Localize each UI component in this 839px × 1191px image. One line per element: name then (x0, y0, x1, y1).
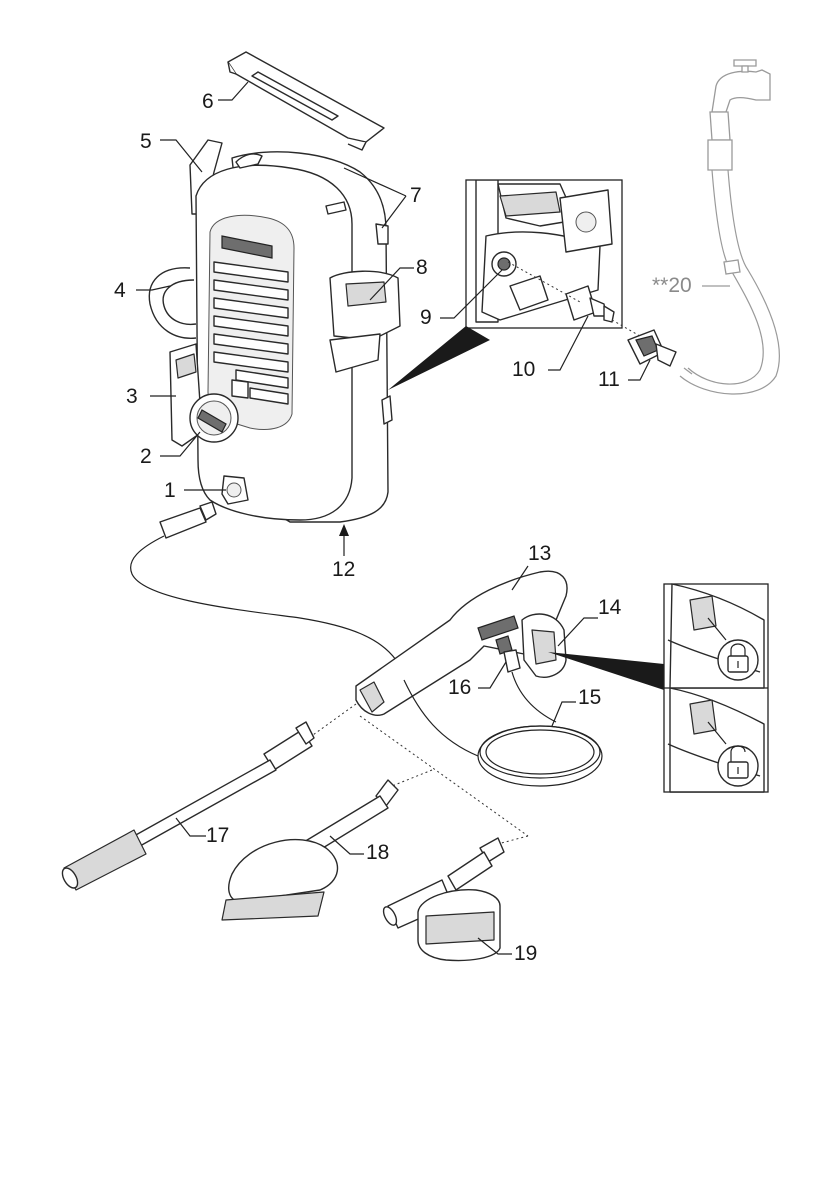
label-8: 8 (416, 256, 428, 279)
label-19: 19 (514, 942, 537, 965)
label-1: 1 (164, 479, 176, 502)
high-pressure-connector-hose (131, 502, 396, 660)
label-11: 11 (598, 368, 620, 391)
padlock-open-icon (718, 746, 758, 786)
label-18: 18 (366, 841, 389, 864)
part-20-water-supply-hose (680, 60, 779, 394)
label-5: 5 (140, 130, 152, 153)
part-11-hose-coupling (628, 330, 676, 366)
padlock-closed-icon (718, 640, 758, 680)
label-14: 14 (598, 596, 622, 619)
label-3: 3 (126, 385, 138, 408)
label-9: 9 (420, 306, 432, 329)
label-16: 16 (448, 676, 471, 699)
label-15: 15 (578, 686, 601, 709)
part-19-foam-nozzle (381, 838, 504, 961)
main-unit-body (149, 140, 400, 522)
label-17: 17 (206, 824, 229, 847)
label-10: 10 (512, 358, 535, 381)
label-2: 2 (140, 445, 152, 468)
label-12: 12 (332, 558, 355, 581)
label-4: 4 (114, 279, 126, 302)
label-13: 13 (528, 542, 551, 565)
label-6: 6 (202, 90, 214, 113)
label-20: **20 (652, 274, 692, 297)
part-6-hose-hook (228, 52, 384, 150)
label-7: 7 (410, 184, 422, 207)
